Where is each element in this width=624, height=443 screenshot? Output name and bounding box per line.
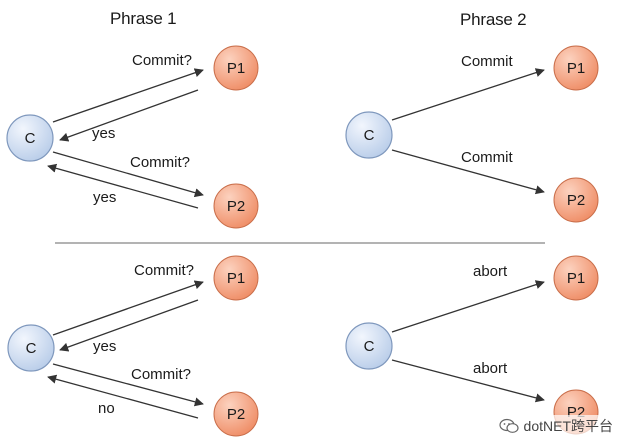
participant-p1-node — [553, 45, 599, 91]
arrow-c-to-p2 — [52, 363, 204, 407]
wechat-icon — [498, 418, 519, 433]
participant-p1-label: P1 — [567, 60, 585, 77]
label-commit-question-p2: Commit? — [131, 366, 191, 383]
phase2-title: Phrase 2 — [460, 10, 527, 29]
label-commit-question-p1: Commit? — [134, 262, 194, 279]
coordinator-node — [7, 324, 55, 372]
coordinator-node — [345, 322, 393, 370]
participant-p2-node — [553, 177, 599, 223]
coordinator-label: C — [364, 127, 375, 144]
arrow-p1-to-c — [59, 299, 199, 352]
participant-p2-label: P2 — [567, 192, 585, 209]
participant-p1-label: P1 — [227, 270, 245, 287]
arrow-c-to-p1 — [391, 280, 545, 333]
watermark-text: dotNET跨平台 — [523, 418, 613, 434]
label-yes-p1: yes — [93, 338, 116, 355]
participant-p1-node — [553, 255, 599, 301]
coordinator-node — [345, 111, 393, 159]
success-phase2: Commit Commit C P1 P2 — [345, 45, 599, 223]
label-abort-p1: abort — [473, 263, 508, 280]
arrow-c-to-p2 — [391, 359, 545, 403]
arrow-c-to-p1 — [52, 68, 204, 123]
label-no-p2: no — [98, 400, 115, 417]
label-commit-question-p2: Commit? — [130, 154, 190, 171]
participant-p1-node — [213, 45, 259, 91]
failure-phase2: abort abort C P1 P2 — [345, 255, 599, 435]
arrow-p2-to-c — [47, 374, 199, 419]
arrow-p1-to-c — [59, 89, 199, 142]
label-commit-p1: Commit — [461, 53, 513, 70]
label-yes-p2: yes — [93, 189, 116, 206]
participant-p2-label: P2 — [227, 198, 245, 215]
label-commit-p2: Commit — [461, 149, 513, 166]
arrow-c-to-p2 — [391, 149, 545, 195]
participant-p1-node — [213, 255, 259, 301]
coordinator-label: C — [26, 340, 37, 357]
coordinator-label: C — [25, 130, 36, 147]
label-yes-p1: yes — [92, 125, 115, 142]
participant-p1-label: P1 — [227, 60, 245, 77]
failure-phase1: Commit? yes Commit? no C P1 P2 — [7, 255, 259, 437]
label-abort-p2: abort — [473, 360, 508, 377]
phase1-title: Phrase 1 — [110, 9, 177, 28]
watermark: dotNET跨平台 — [495, 415, 616, 437]
participant-p2-node — [213, 391, 259, 437]
coordinator-node — [6, 114, 54, 162]
arrow-p2-to-c — [47, 163, 199, 209]
arrow-c-to-p2 — [52, 151, 204, 198]
participant-p1-label: P1 — [567, 270, 585, 287]
arrow-c-to-p1 — [52, 280, 204, 336]
participant-p2-node — [213, 183, 259, 229]
arrow-c-to-p1 — [391, 68, 545, 121]
success-phase1: Commit? yes Commit? yes C P1 P2 — [6, 45, 259, 229]
label-commit-question-p1: Commit? — [132, 52, 192, 69]
participant-p2-label: P2 — [227, 406, 245, 423]
coordinator-label: C — [364, 338, 375, 355]
